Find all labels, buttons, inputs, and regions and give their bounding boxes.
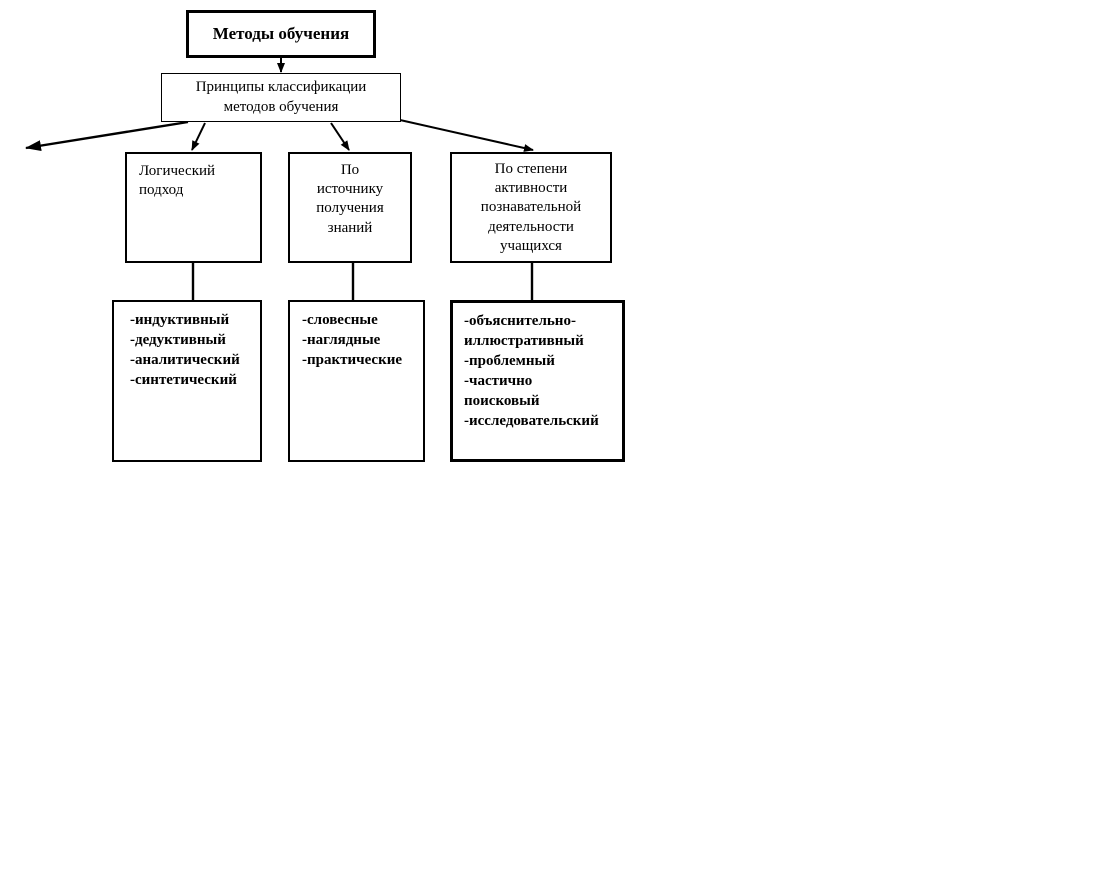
list-item: -проблемный bbox=[464, 352, 555, 369]
node-branch-logic-label: Логический подход bbox=[139, 163, 216, 199]
list-item: -исследовательский bbox=[464, 412, 599, 429]
list-item: -дедуктивный bbox=[130, 331, 226, 348]
node-logic-methods-list: -индуктивный -дедуктивный -аналитический… bbox=[112, 300, 262, 462]
list-item: -аналитический bbox=[130, 351, 240, 368]
list-item: -синтетический bbox=[130, 371, 237, 388]
list-item: -индуктивный bbox=[130, 312, 230, 328]
node-root-methods: Методы обучения bbox=[186, 10, 376, 58]
node-branch-source: По источнику получения знаний bbox=[288, 152, 412, 263]
node-root-label: Методы обучения bbox=[212, 24, 350, 44]
node-classification-principles: Принципы классификации методов обучения bbox=[161, 73, 401, 122]
connector-principles-to-logic bbox=[191, 122, 206, 151]
connector-principles-to-left-outside bbox=[25, 120, 189, 152]
node-principles-label: Принципы классификации методов обучения bbox=[195, 79, 367, 115]
list-item: -словесные bbox=[302, 312, 378, 328]
activity-methods-list: -объяснительно- иллюстративный -проблемн… bbox=[464, 312, 622, 432]
list-item: -объяснительно- иллюстративный bbox=[464, 313, 584, 349]
source-methods-list: -словесные -наглядные -практические bbox=[302, 311, 423, 371]
node-branch-activity: По степени активности познавательной дея… bbox=[450, 152, 612, 263]
list-item: -частично поисковый bbox=[464, 372, 540, 409]
node-branch-logic: Логический подход bbox=[125, 152, 262, 263]
connector-principles-to-activity bbox=[399, 119, 534, 152]
node-branch-source-label: По источнику получения знаний bbox=[316, 162, 384, 236]
list-item: -наглядные bbox=[302, 331, 381, 348]
node-source-methods-list: -словесные -наглядные -практические bbox=[288, 300, 425, 462]
node-branch-activity-label: По степени активности познавательной дея… bbox=[480, 161, 582, 254]
node-activity-methods-list: -объяснительно- иллюстративный -проблемн… bbox=[450, 300, 625, 462]
list-item: -практические bbox=[302, 351, 403, 368]
connector-principles-to-source bbox=[330, 122, 350, 151]
logic-methods-list: -индуктивный -дедуктивный -аналитический… bbox=[130, 311, 260, 391]
